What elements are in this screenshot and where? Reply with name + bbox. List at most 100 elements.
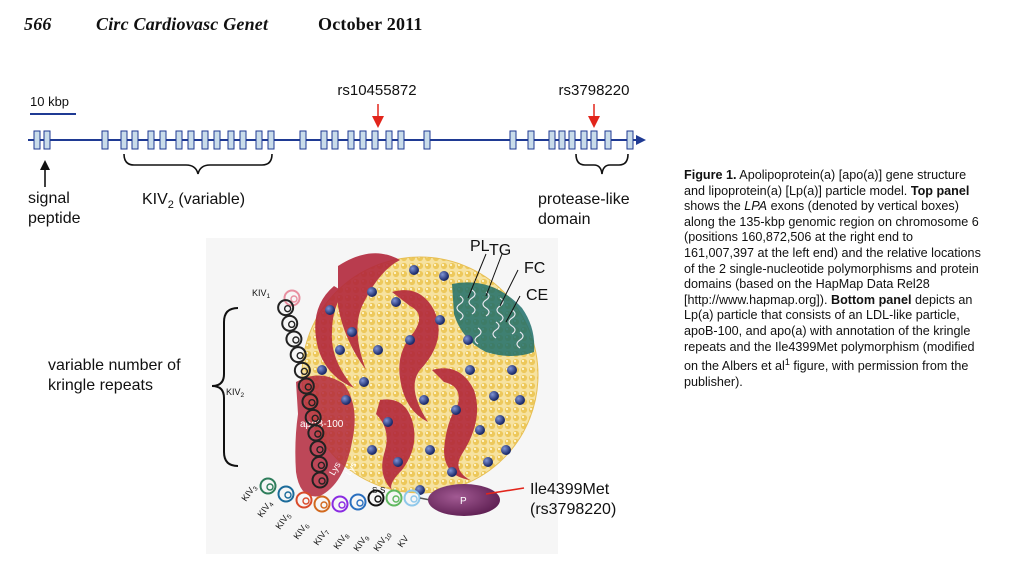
caption-text-2: shows the (684, 199, 745, 214)
exon-box (267, 130, 275, 150)
exon-box (33, 130, 41, 150)
caption-bottom-panel: Bottom panel (831, 292, 912, 307)
lpa-particle-panel: PL TG FC CE apoB-100 variable number of … (48, 238, 616, 554)
kringle-domain (349, 493, 367, 511)
surface-dots (317, 265, 525, 495)
caption-text-1: Apolipoprotein(a) [apo(a)] gene structur… (684, 168, 967, 198)
surface-dot (335, 345, 345, 355)
surface-dot (489, 391, 499, 401)
exon-box (255, 130, 263, 150)
label-protease-line2: domain (538, 211, 590, 228)
protease-domain (428, 484, 500, 516)
kringle-inner-loop (283, 304, 292, 313)
surface-dot (325, 305, 335, 315)
surface-dot (483, 457, 493, 467)
surface-dot (347, 327, 357, 337)
lipid-label-tg: TG (489, 242, 511, 259)
exon-boxes (33, 130, 634, 150)
page-number: 566 (24, 14, 52, 34)
protease-brace (575, 153, 629, 175)
exon-box (604, 130, 612, 150)
kringle-inner-loop (320, 501, 328, 509)
surface-dot (465, 365, 475, 375)
surface-dot (409, 265, 419, 275)
surface-dot (317, 365, 327, 375)
caption-text-5: figure, with permission from the publish… (684, 359, 969, 389)
caption-figure-label: Figure 1. (684, 168, 737, 182)
polymorphism-pointer (485, 487, 525, 495)
exon-box (101, 130, 109, 150)
kringle-domain (385, 489, 403, 507)
kringle-inner-loop (410, 495, 418, 503)
exon-box (227, 130, 235, 150)
kringle-inner-loop (300, 367, 309, 376)
exon-box (147, 130, 155, 150)
variable-label-line1: variable number of (48, 357, 181, 374)
surface-dot (425, 445, 435, 455)
kringle-inner-loop (314, 430, 322, 438)
exon-box (423, 130, 431, 150)
snp-label-rs3798220: rs3798220 (559, 82, 630, 99)
kringle-inner-loop (288, 320, 296, 329)
kringle-inner-loop (292, 336, 300, 344)
kiv2-kringle (297, 377, 315, 395)
exon-box (159, 130, 167, 150)
snp-label-rs10455872: rs10455872 (337, 82, 416, 99)
surface-dot (359, 377, 369, 387)
kiv2-kringle (277, 299, 295, 317)
lipid-label-fc: FC (524, 260, 545, 277)
lipid-label-ce: CE (526, 287, 548, 304)
kringle-domain (403, 489, 421, 507)
polymorphism-rsid: (rs3798220) (530, 501, 616, 518)
polymorphism-label: Ile4399Met (530, 481, 610, 498)
lipid-leader-lines (467, 253, 521, 323)
surface-dot (475, 425, 485, 435)
label-protease-line1: protease-like (538, 191, 630, 208)
kiv1-label: KIV1 (252, 288, 271, 300)
exon-box (175, 130, 183, 150)
kringle-domain (331, 495, 349, 513)
caption-gene-name: LPA (744, 199, 768, 214)
exon-box (187, 130, 195, 150)
kiv2-brace (123, 153, 273, 175)
caption-text-4: depicts an Lp(a) particle that consists … (684, 292, 975, 374)
kringle-coil (259, 289, 431, 513)
apob-100-label: apoB-100 (300, 419, 344, 430)
exon-box (626, 130, 634, 150)
surface-dot (415, 485, 425, 495)
surface-dot (515, 395, 525, 405)
surface-dot (405, 335, 415, 345)
variable-kringle-brace (211, 307, 239, 467)
kringle-inner-loop (266, 483, 274, 491)
kringle-inner-loop (374, 495, 382, 503)
exon-box (509, 130, 517, 150)
surface-dot (373, 345, 383, 355)
label-kiv2-variable: KIV2 (variable) (142, 191, 245, 211)
surface-dot (451, 405, 461, 415)
kringle-inner-loop (284, 491, 292, 499)
kringle-domain (367, 489, 385, 507)
exon-box (299, 130, 307, 150)
surface-dot (419, 395, 429, 405)
scale-bar-label: 10 kbp (30, 94, 69, 109)
gene-structure-panel: 10 kbp rs10455872 rs3798220 signal pepti… (28, 82, 646, 228)
surface-dot (501, 445, 511, 455)
surface-dot (341, 395, 351, 405)
surface-dot (383, 417, 393, 427)
kringle-inner-loop (311, 414, 319, 423)
kiv2-kringle (289, 346, 307, 364)
lipid-core-wedge (452, 282, 535, 356)
exon-box (331, 130, 339, 150)
kringle-inner-loop (316, 445, 324, 454)
kiv2-kringle (311, 471, 329, 489)
figure-1: 10 kbp rs10455872 rs3798220 signal pepti… (28, 82, 646, 554)
caption-top-panel: Top panel (910, 183, 970, 198)
exon-box (548, 130, 556, 150)
exon-box (120, 130, 128, 150)
kringle-inner-loop (338, 501, 346, 509)
running-header: 566 Circ Cardiovasc Genet October 2011 (24, 10, 724, 44)
surface-dot (367, 287, 377, 297)
exon-box (527, 130, 535, 150)
caption-text-3: exons (denoted by vertical boxes) along … (684, 199, 981, 307)
